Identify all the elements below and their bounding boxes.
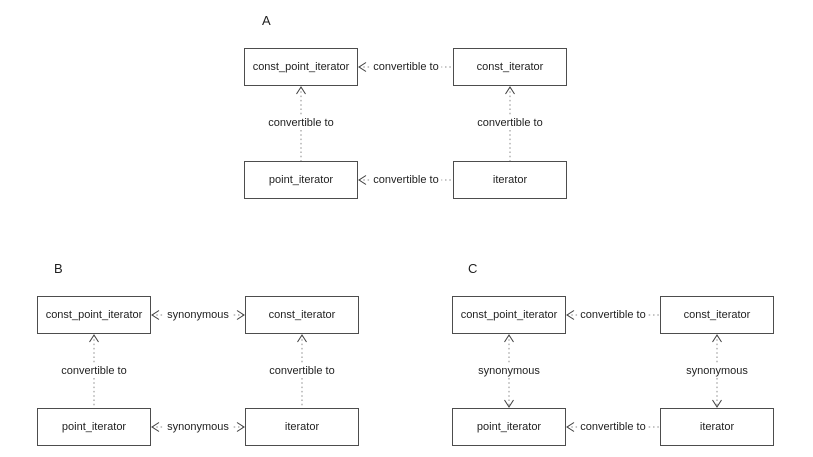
edge-label-b-right: convertible to — [266, 364, 338, 378]
edge-label-c-left: synonymous — [475, 364, 543, 378]
node-b-iterator: iterator — [245, 408, 359, 446]
arrowhead-down-icon — [504, 399, 514, 408]
node-a-point-iterator: point_iterator — [244, 161, 358, 199]
arrowhead-left-icon — [358, 175, 367, 185]
arrowhead-left-icon — [358, 62, 367, 72]
arrowhead-up-icon — [89, 334, 99, 343]
node-c-iterator: iterator — [660, 408, 774, 446]
arrowhead-left-icon — [151, 310, 160, 320]
diagram-b-edges — [89, 310, 307, 432]
arrowhead-up-icon — [296, 86, 306, 95]
arrowhead-up-icon — [505, 86, 515, 95]
node-a-const-iterator: const_iterator — [453, 48, 567, 86]
node-a-iterator: iterator — [453, 161, 567, 199]
node-b-point-iterator: point_iterator — [37, 408, 151, 446]
node-a-const-point-iterator: const_point_iterator — [244, 48, 358, 86]
arrowhead-up-icon — [297, 334, 307, 343]
arrowhead-left-icon — [566, 422, 575, 432]
node-c-const-iterator: const_iterator — [660, 296, 774, 334]
edge-label-a-left: convertible to — [265, 116, 337, 130]
edge-label-a-right: convertible to — [474, 116, 546, 130]
edge-label-c-bottom: convertible to — [577, 420, 649, 434]
edge-label-b-left: convertible to — [58, 364, 130, 378]
edge-label-a-top: convertible to — [370, 60, 442, 74]
edge-label-b-top: synonymous — [164, 308, 232, 322]
arrowhead-right-icon — [236, 310, 245, 320]
edge-label-b-bottom: synonymous — [164, 420, 232, 434]
arrowhead-right-icon — [236, 422, 245, 432]
diagram-a-letter: A — [262, 13, 271, 28]
edge-label-a-bottom: convertible to — [370, 173, 442, 187]
edge-label-c-top: convertible to — [577, 308, 649, 322]
arrowhead-left-icon — [151, 422, 160, 432]
node-c-point-iterator: point_iterator — [452, 408, 566, 446]
node-b-const-point-iterator: const_point_iterator — [37, 296, 151, 334]
diagram-c-letter: C — [468, 261, 478, 276]
node-b-const-iterator: const_iterator — [245, 296, 359, 334]
edge-label-c-right: synonymous — [683, 364, 751, 378]
node-c-const-point-iterator: const_point_iterator — [452, 296, 566, 334]
arrowhead-up-icon — [504, 334, 514, 343]
diagram-b-letter: B — [54, 261, 63, 276]
arrowhead-up-icon — [712, 334, 722, 343]
arrowhead-down-icon — [712, 399, 722, 408]
arrowhead-left-icon — [566, 310, 575, 320]
